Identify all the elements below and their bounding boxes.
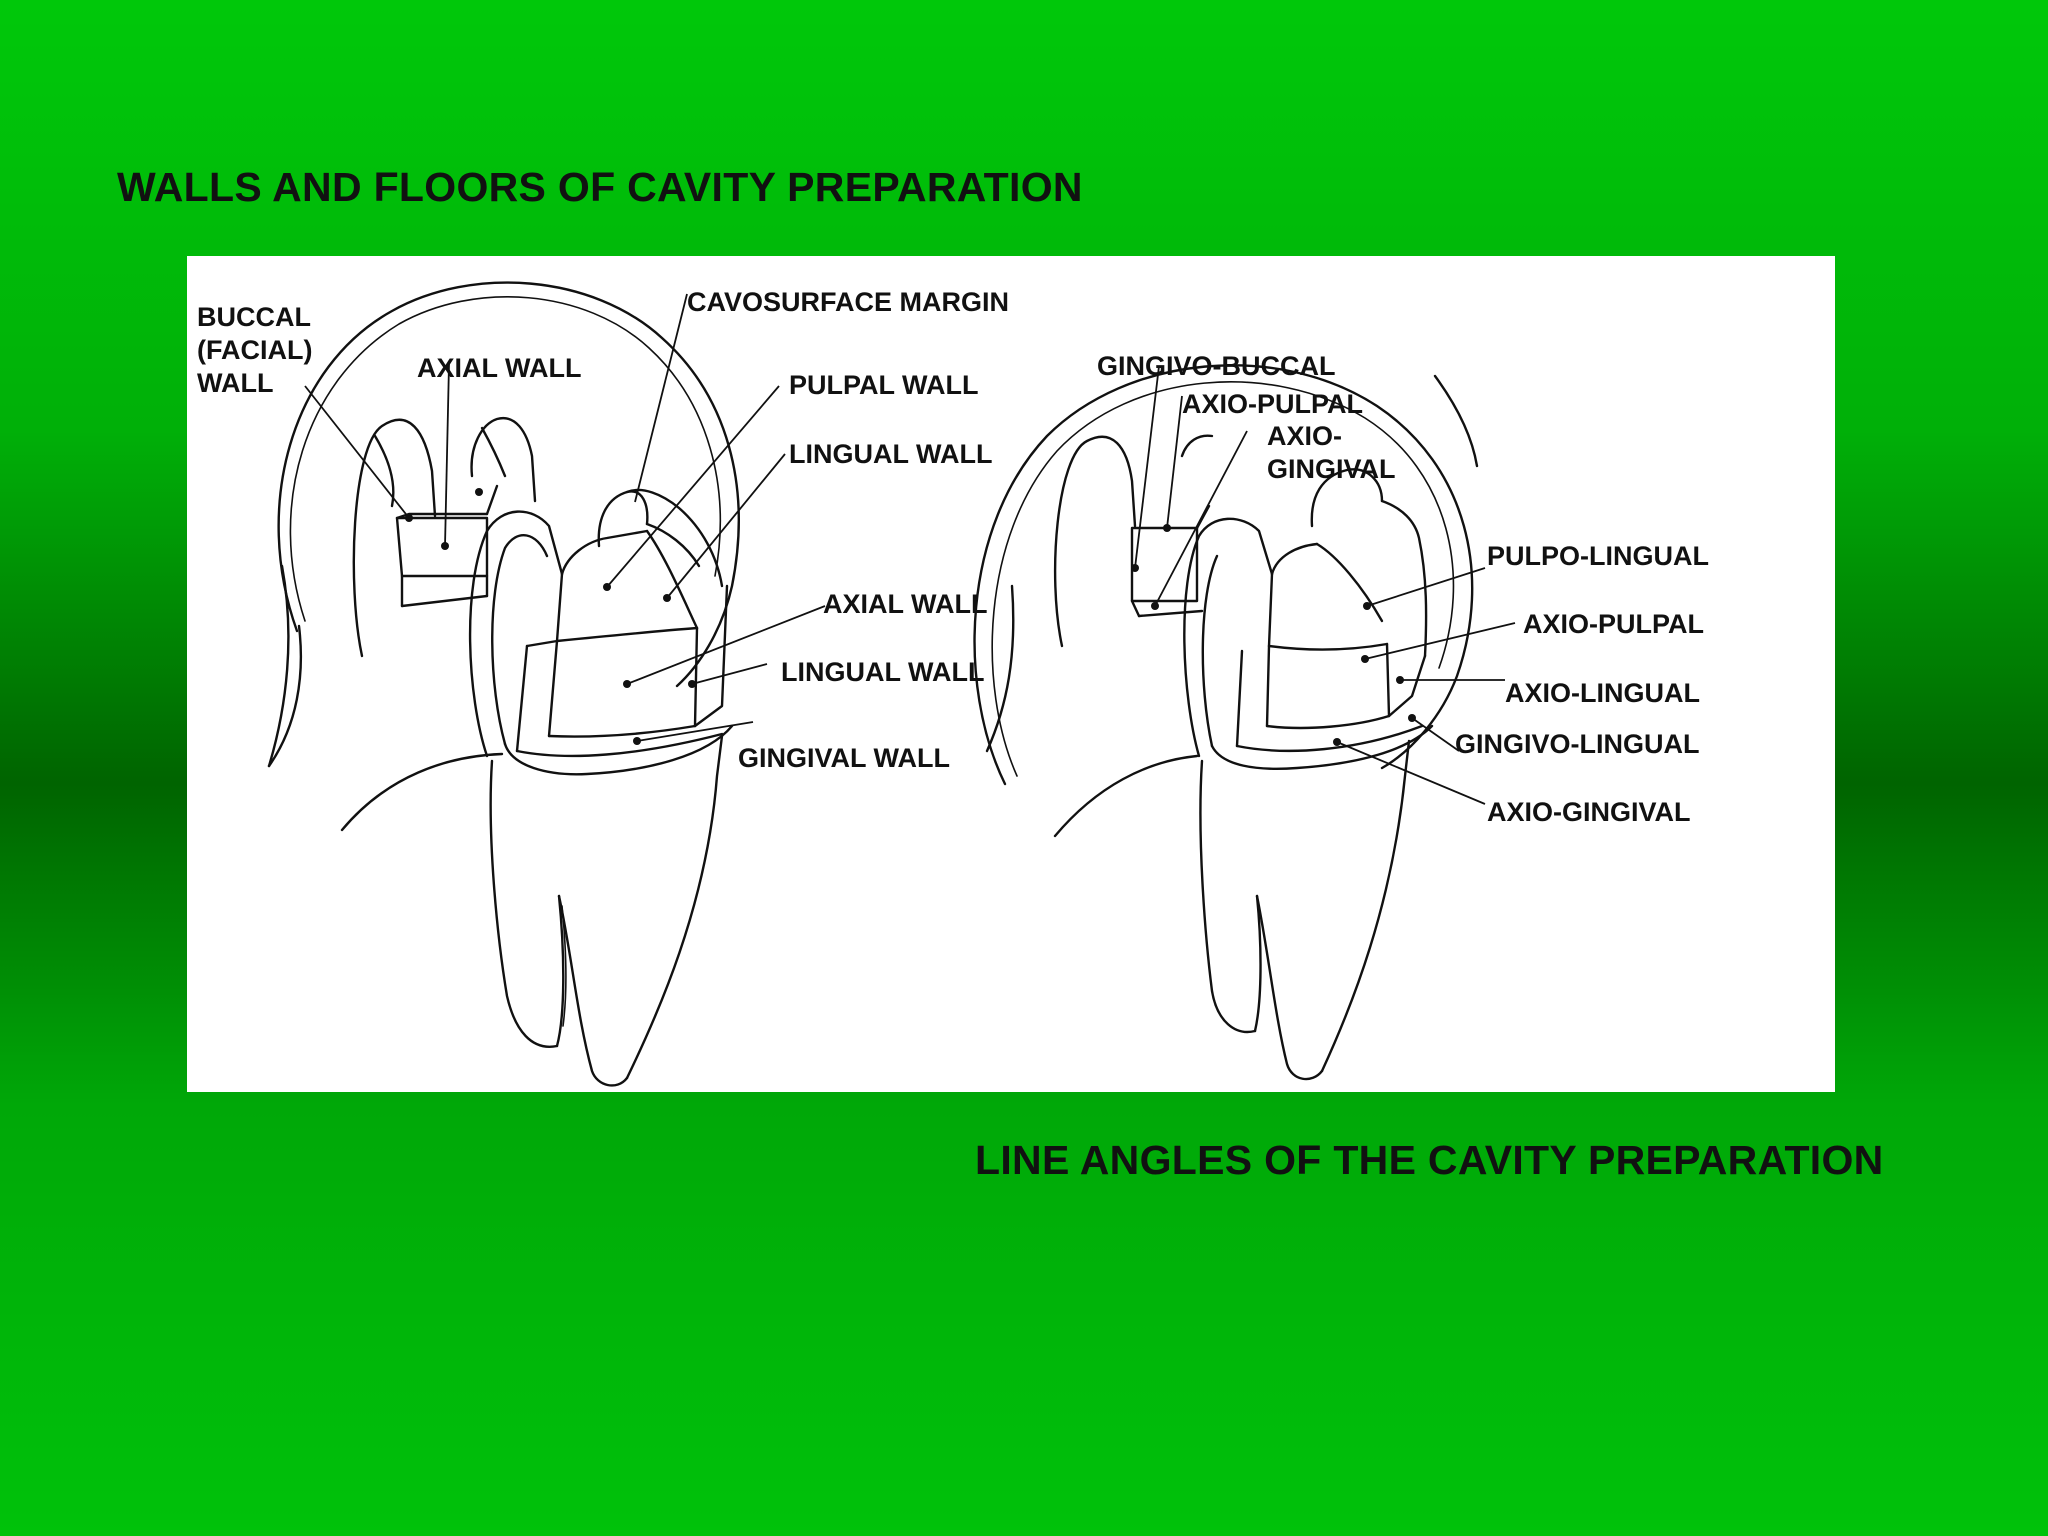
label-pulpo-lingual: PULPO-LINGUAL — [1487, 541, 1709, 571]
tooth-diagrams — [267, 281, 1516, 1087]
label-axial-wall-top: AXIAL WALL — [417, 353, 582, 383]
label-gingivo-buccal: GINGIVO-BUCCAL — [1097, 351, 1336, 381]
leader-dots — [405, 488, 1416, 746]
label-axio-gingival-top: AXIO- GINGIVAL — [1267, 421, 1396, 484]
label-axio-lingual: AXIO-LINGUAL — [1505, 678, 1700, 708]
label-lingual-wall: LINGUAL WALL — [781, 657, 985, 687]
label-lingual-wall-top: LINGUAL WALL — [789, 439, 993, 469]
label-buccal-wall: BUCCAL (FACIAL) WALL — [197, 302, 313, 398]
right-tooth-drawing — [973, 364, 1479, 1081]
label-axio-pulpal-top: AXIO-PULPAL — [1182, 389, 1363, 419]
label-pulpal-wall: PULPAL WALL — [789, 370, 979, 400]
label-gingivo-lingual: GINGIVO-LINGUAL — [1455, 729, 1700, 759]
left-tooth-drawing — [267, 281, 740, 1087]
label-cavosurface-margin: CAVOSURFACE MARGIN — [687, 287, 1010, 317]
label-gingival-wall: GINGIVAL WALL — [738, 743, 950, 773]
label-axio-gingival: AXIO-GINGIVAL — [1487, 797, 1691, 827]
slide-caption: LINE ANGLES OF THE CAVITY PREPARATION — [975, 1137, 1884, 1183]
leader-lines — [304, 293, 1516, 805]
label-axio-pulpal: AXIO-PULPAL — [1523, 609, 1704, 639]
slide-title: WALLS AND FLOORS OF CAVITY PREPARATION — [117, 164, 1083, 210]
diagram-panel: BUCCAL (FACIAL) WALL AXIAL WALL CAVOSURF… — [187, 256, 1835, 1092]
label-axial-wall: AXIAL WALL — [823, 589, 988, 619]
